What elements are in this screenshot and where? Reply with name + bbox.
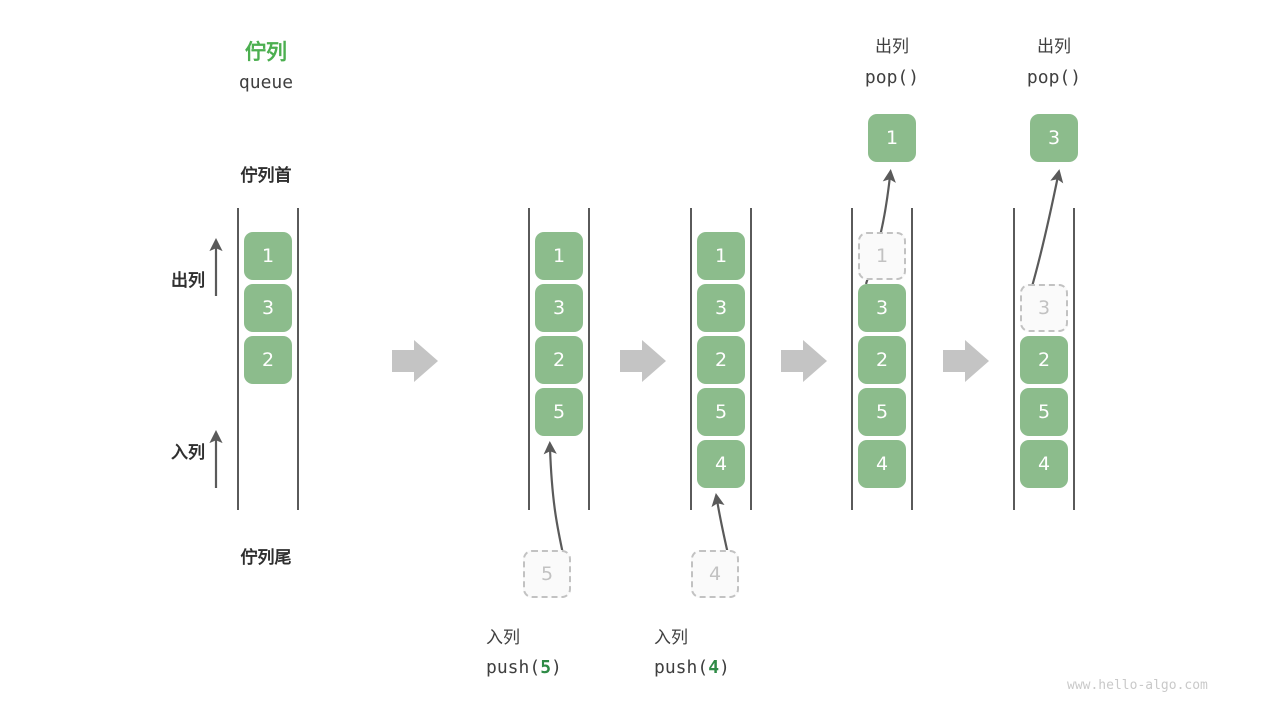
popped-element-3: 3 (1030, 114, 1078, 162)
pop-1-op-code: pop() (864, 67, 920, 88)
queue-cell: 5 (858, 388, 906, 436)
code-suffix: ) (551, 657, 562, 678)
queue-cell-removed: 1 (858, 232, 906, 280)
queue-cell: 5 (1020, 388, 1068, 436)
queue-column-initial: 1 3 2 (237, 208, 299, 510)
popped-element-1: 1 (868, 114, 916, 162)
dequeue-label: 出列 (171, 271, 205, 291)
queue-cell: 2 (244, 336, 292, 384)
queue-column-after-pop-1: 1 3 2 5 4 (851, 208, 913, 510)
rail-right (911, 208, 913, 510)
rail-left (237, 208, 239, 510)
queue-cell: 1 (244, 232, 292, 280)
queue-tail-label: 佇列尾 (240, 548, 292, 568)
queue-cell: 3 (244, 284, 292, 332)
queue-cell: 4 (1020, 440, 1068, 488)
queue-cell: 2 (697, 336, 745, 384)
queue-cell: 1 (535, 232, 583, 280)
page-title-en: queue (238, 72, 294, 93)
step-arrow-4 (943, 340, 989, 382)
queue-head-label: 佇列首 (240, 166, 292, 186)
rail-right (297, 208, 299, 510)
code-argument: 4 (708, 657, 720, 678)
rail-left (528, 208, 530, 510)
incoming-element-5: 5 (523, 550, 571, 598)
push-5-op-label: 入列 (486, 628, 520, 648)
queue-cell: 5 (697, 388, 745, 436)
rail-right (750, 208, 752, 510)
queue-cell: 3 (697, 284, 745, 332)
rail-left (690, 208, 692, 510)
queue-column-after-push-5: 1 3 2 5 (528, 208, 590, 510)
push-4-op-label: 入列 (654, 628, 688, 648)
queue-column-after-push-4: 1 3 2 5 4 (690, 208, 752, 510)
queue-cell: 5 (535, 388, 583, 436)
queue-column-after-pop-3: 3 2 5 4 (1013, 208, 1075, 510)
code-prefix: push( (654, 657, 709, 678)
step-arrow-3 (781, 340, 827, 382)
rail-right (1073, 208, 1075, 510)
queue-cell: 2 (858, 336, 906, 384)
pop-3-op-code: pop() (1026, 67, 1082, 88)
code-prefix: push( (486, 657, 541, 678)
queue-cell: 3 (535, 284, 583, 332)
code-suffix: ) (719, 657, 730, 678)
rail-left (1013, 208, 1015, 510)
queue-cell: 4 (858, 440, 906, 488)
rail-left (851, 208, 853, 510)
queue-cell: 4 (697, 440, 745, 488)
push-4-op-code: push(4) (654, 657, 844, 678)
queue-cell: 2 (1020, 336, 1068, 384)
rail-right (588, 208, 590, 510)
queue-cell-removed: 3 (1020, 284, 1068, 332)
page-title-cn: 佇列 (245, 40, 287, 64)
push-5-op-code: push(5) (486, 657, 676, 678)
incoming-element-4: 4 (691, 550, 739, 598)
pop-3-op-label: 出列 (1037, 37, 1071, 57)
site-watermark: www.hello-algo.com (1067, 678, 1208, 693)
pop-1-op-label: 出列 (875, 37, 909, 57)
enqueue-label: 入列 (171, 443, 205, 463)
queue-cell: 3 (858, 284, 906, 332)
step-arrow-2 (620, 340, 666, 382)
queue-cell: 2 (535, 336, 583, 384)
step-arrow-1 (392, 340, 438, 382)
code-argument: 5 (540, 657, 552, 678)
queue-cell: 1 (697, 232, 745, 280)
